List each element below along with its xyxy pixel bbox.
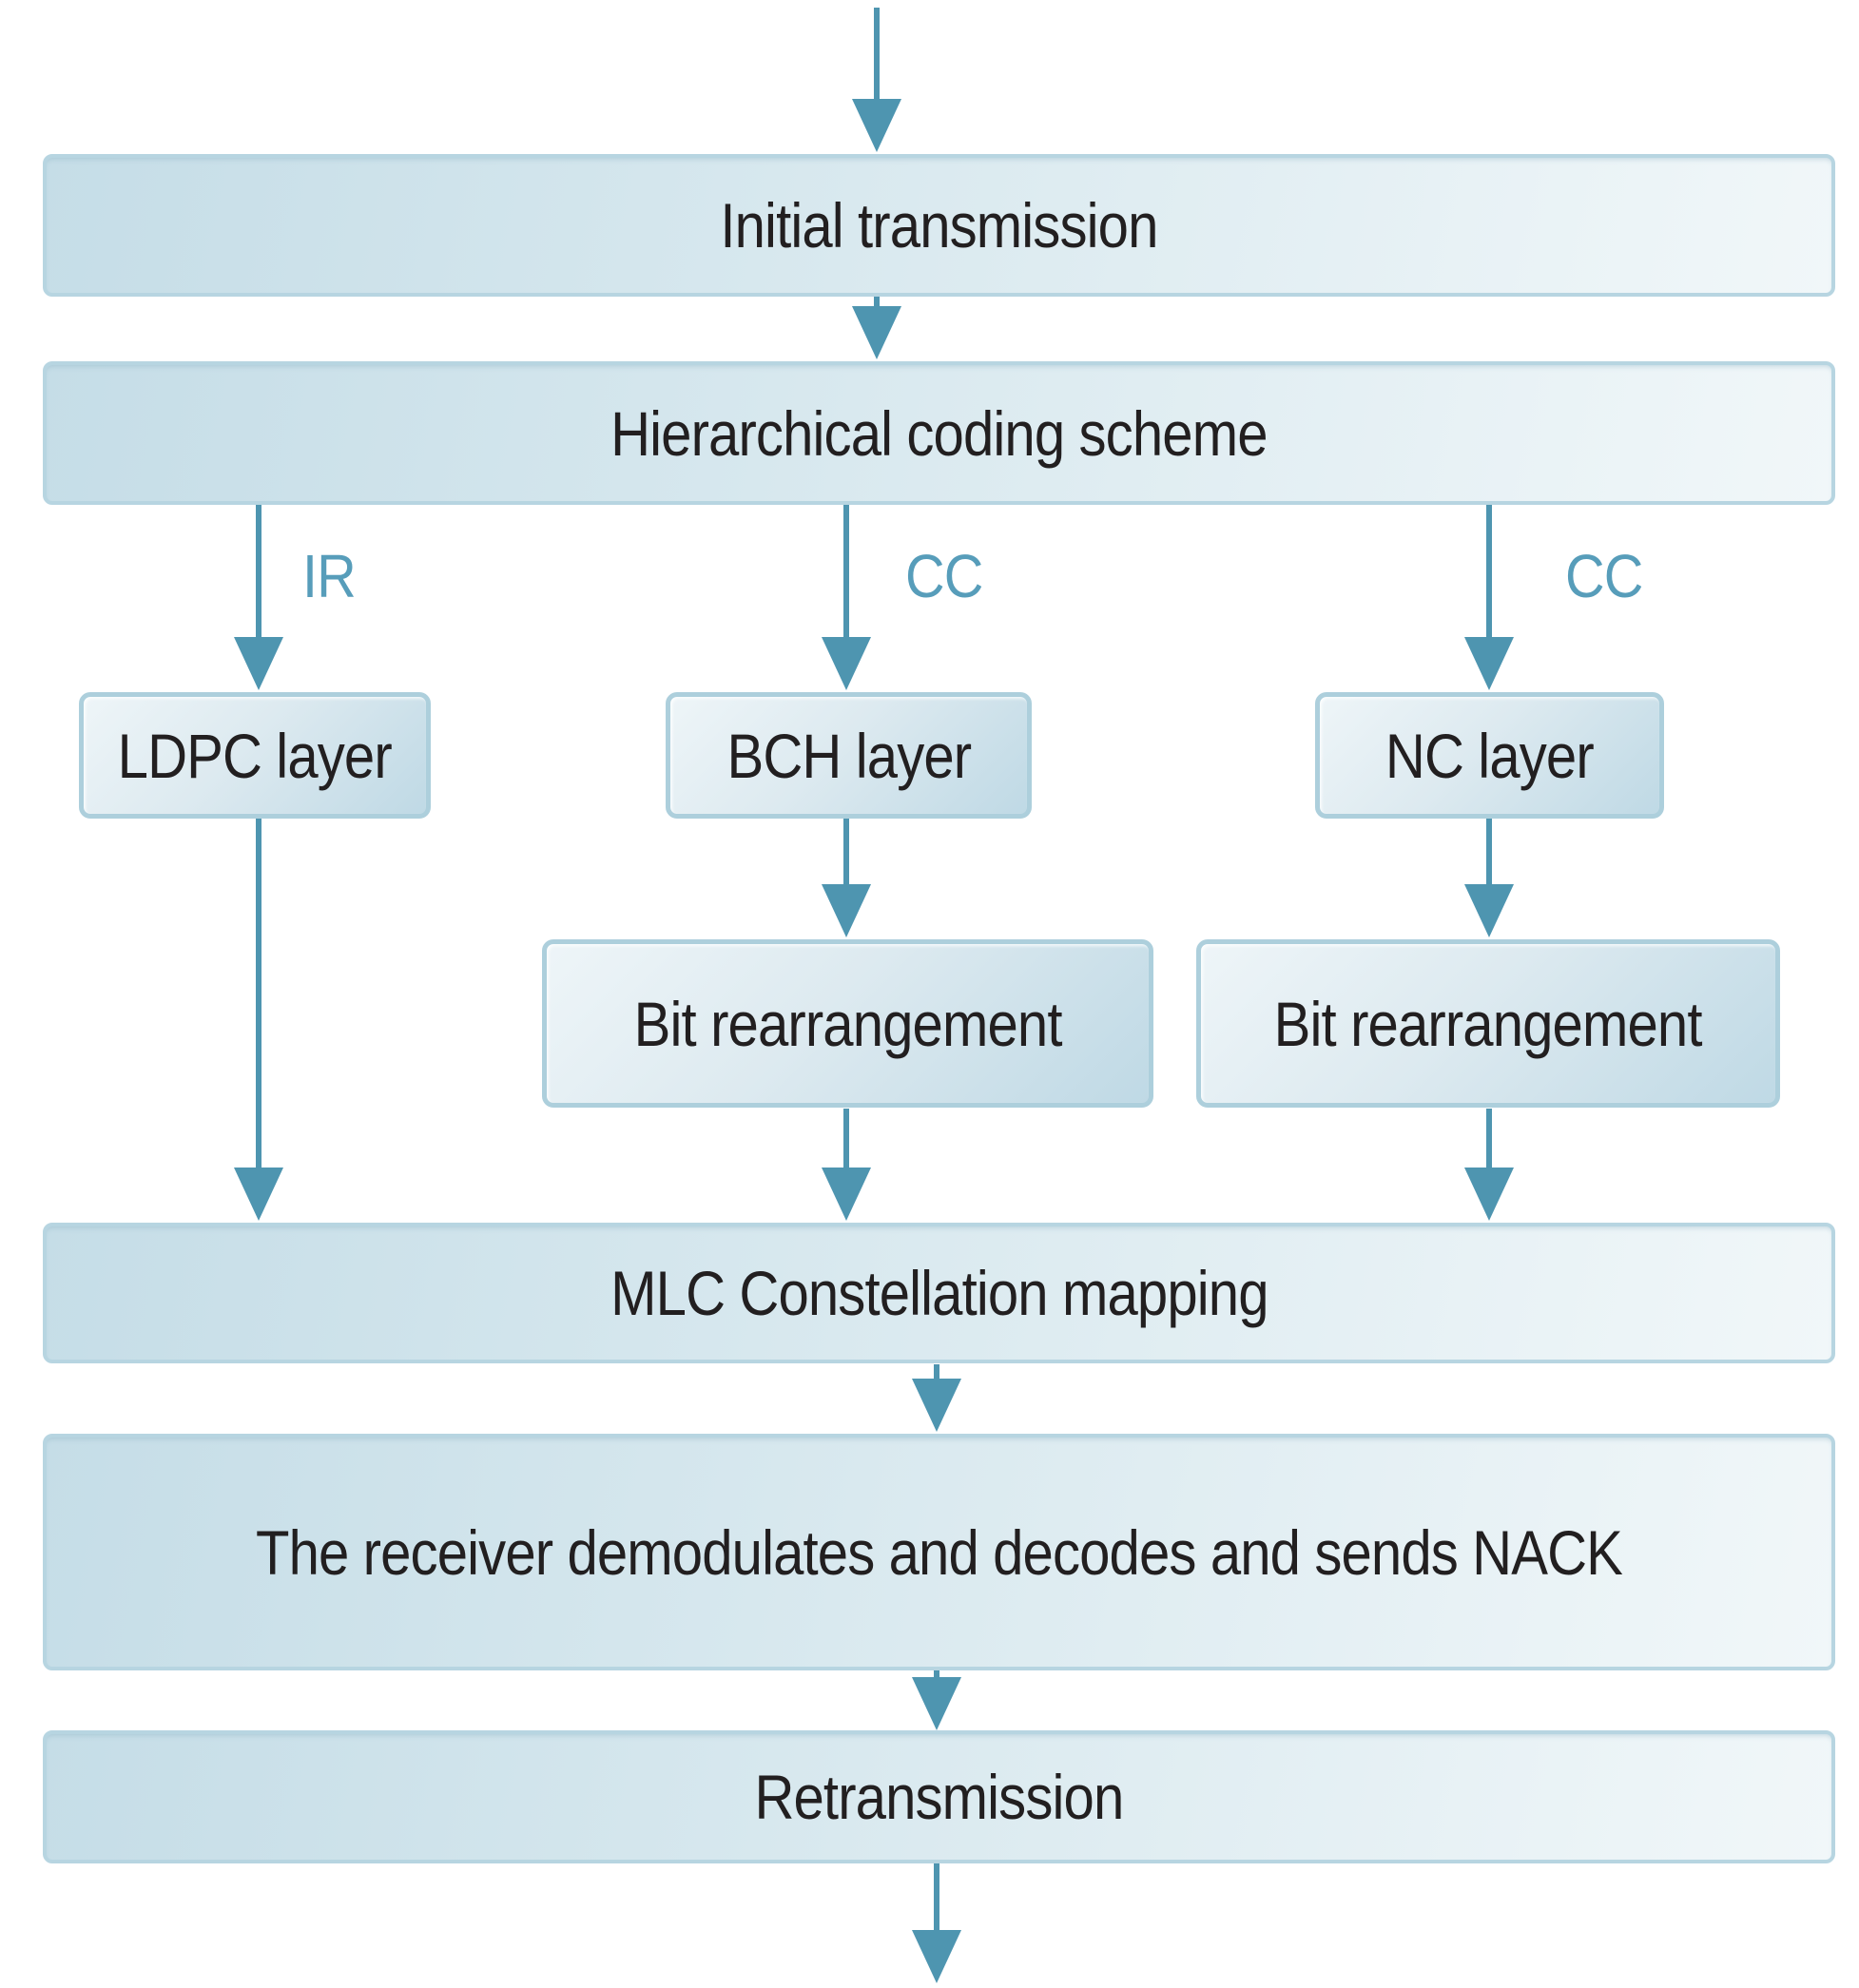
box-ldpc-layer-label: LDPC layer: [117, 720, 393, 791]
box-hierarchical-coding-scheme-label: Hierarchical coding scheme: [610, 397, 1268, 469]
edge-label-cc-right: CC: [1565, 542, 1643, 610]
box-retransmission: Retransmission: [43, 1730, 1835, 1863]
box-receiver-demodulates-label: The receiver demodulates and decodes and…: [255, 1516, 1623, 1588]
box-bit-rearrangement-left-label: Bit rearrangement: [633, 988, 1063, 1059]
box-initial-transmission: Initial transmission: [43, 154, 1835, 297]
box-retransmission-label: Retransmission: [754, 1762, 1125, 1832]
box-ldpc-layer: LDPC layer: [79, 692, 431, 819]
box-initial-transmission-label: Initial transmission: [720, 190, 1158, 261]
box-bch-layer: BCH layer: [666, 692, 1032, 819]
arrow-nc-to-bit-rearrangement: [1464, 819, 1514, 937]
edge-label-cc-mid: CC: [905, 542, 983, 610]
arrow-bch-to-bit-rearrangement: [822, 819, 871, 937]
arrow-branch-ir-to-ldpc: [234, 505, 283, 690]
arrow-branch-cc-to-nc: [1464, 505, 1514, 690]
box-bit-rearrangement-right: Bit rearrangement: [1196, 939, 1780, 1108]
edge-label-ir: IR: [302, 542, 357, 610]
arrow-mlc-to-receiver: [912, 1364, 961, 1432]
arrow-ldpc-to-mlc: [234, 819, 283, 1221]
arrow-bit-left-to-mlc: [822, 1109, 871, 1221]
box-nc-layer: NC layer: [1315, 692, 1664, 819]
arrow-receiver-to-retransmission: [912, 1670, 961, 1730]
box-mlc-constellation-mapping: MLC Constellation mapping: [43, 1223, 1835, 1363]
arrow-bit-right-to-mlc: [1464, 1109, 1514, 1221]
box-bit-rearrangement-left: Bit rearrangement: [542, 939, 1153, 1108]
box-hierarchical-coding-scheme: Hierarchical coding scheme: [43, 361, 1835, 505]
box-mlc-constellation-mapping-label: MLC Constellation mapping: [610, 1258, 1268, 1328]
box-nc-layer-label: NC layer: [1385, 720, 1595, 791]
box-bit-rearrangement-right-label: Bit rearrangement: [1274, 988, 1703, 1059]
arrow-entry: [852, 8, 901, 152]
arrow-initial-to-hierarchical: [852, 297, 901, 359]
arrow-branch-cc-to-bch: [822, 505, 871, 690]
box-bch-layer-label: BCH layer: [726, 720, 972, 791]
arrow-exit: [912, 1863, 961, 1983]
box-receiver-demodulates: The receiver demodulates and decodes and…: [43, 1434, 1835, 1670]
